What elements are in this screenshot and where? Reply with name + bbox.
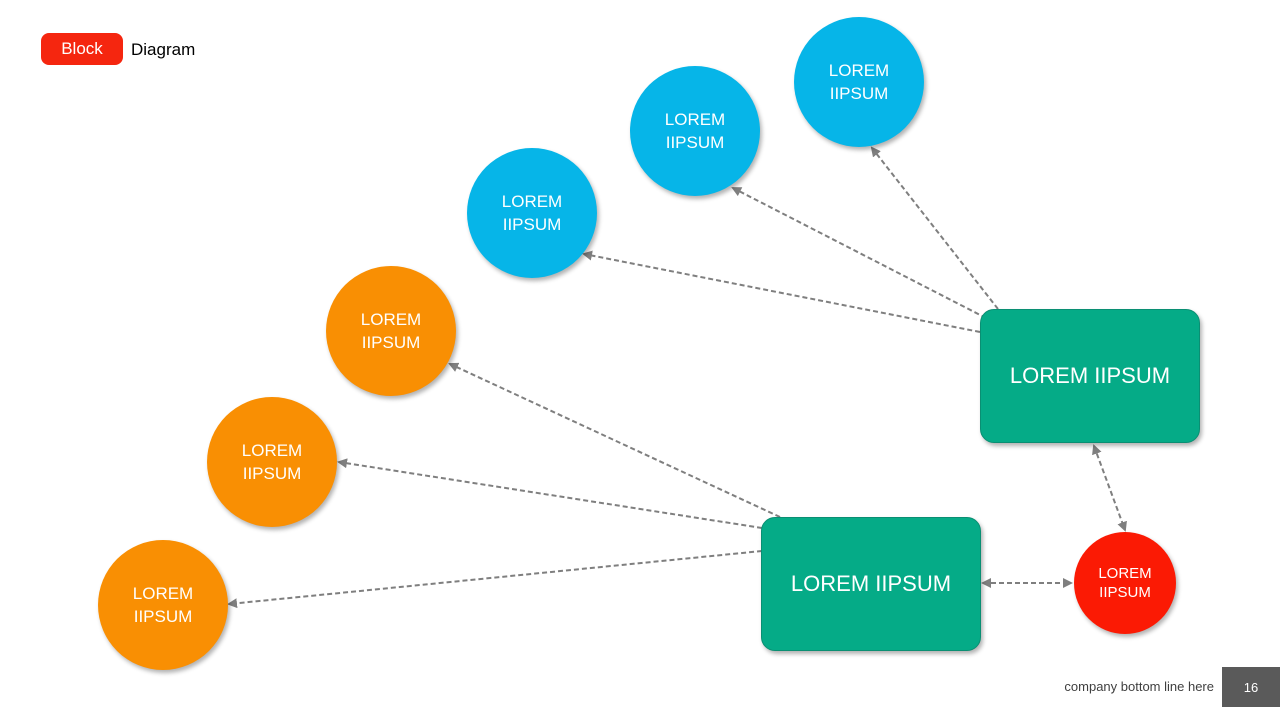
orange-circle-node: LOREM IIPSUM [207, 397, 337, 527]
blue-circle-node: LOREM IIPSUM [794, 17, 924, 147]
orange-circle-node: LOREM IIPSUM [326, 266, 456, 396]
red-circle-node: LOREM IIPSUM [1074, 532, 1176, 634]
blue-circle-node: LOREM IIPSUM [630, 66, 760, 196]
top-block-node: LOREM IIPSUM [980, 309, 1200, 443]
edge-box-top-to-blue-1 [870, 146, 999, 310]
edge-box-bottom-to-orange-3 [227, 550, 763, 609]
edge-box-top-to-blue-2 [731, 187, 987, 319]
bottom-block-node: LOREM IIPSUM [761, 517, 981, 651]
page-number: 16 [1222, 667, 1280, 707]
edge-box-top-to-red [1092, 444, 1127, 532]
edge-box-bottom-to-orange-2 [337, 458, 763, 529]
orange-circle-node: LOREM IIPSUM [98, 540, 228, 670]
title-badge: Block [41, 33, 123, 65]
blue-circle-node: LOREM IIPSUM [467, 148, 597, 278]
edge-box-top-to-blue-3 [582, 250, 981, 333]
edge-box-bottom-to-orange-1 [448, 362, 781, 518]
title-text: Diagram [131, 40, 196, 59]
footer-text: company bottom line here [1064, 679, 1214, 694]
